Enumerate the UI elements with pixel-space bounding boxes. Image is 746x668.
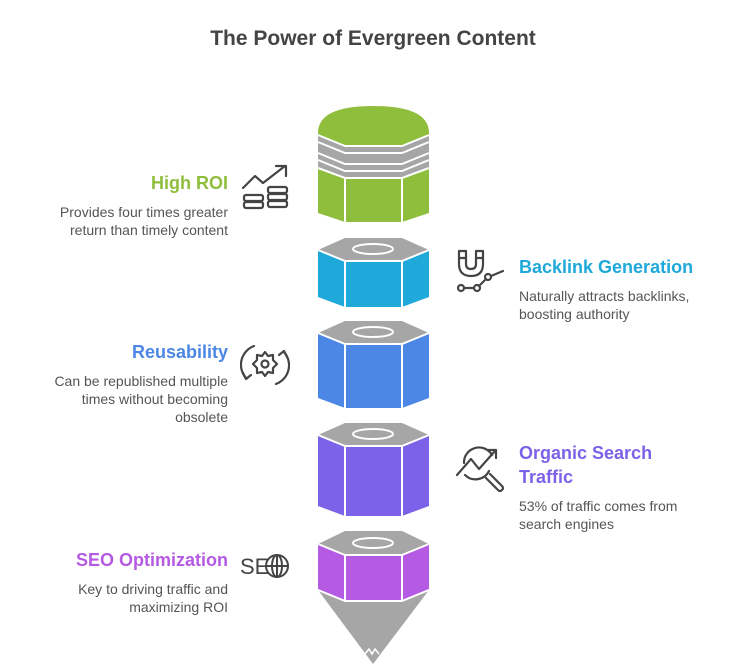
item-seo-optimization: SEO Optimization Key to driving traffic … <box>18 548 228 616</box>
item-heading: Organic Search Traffic <box>519 443 653 487</box>
item-organic-search-traffic: Organic Search Traffic 53% of traffic co… <box>519 441 734 533</box>
svg-text:SE: SE <box>240 554 269 579</box>
item-description: Provides four times greater return than … <box>59 204 228 238</box>
item-reusability: Reusability Can be republished multiple … <box>18 340 228 426</box>
segment-organic-search-traffic <box>317 423 430 516</box>
item-description: 53% of traffic comes from search engines <box>519 498 678 532</box>
segment-backlink-generation <box>317 238 430 307</box>
item-heading: Backlink Generation <box>519 257 694 277</box>
item-backlink-generation: Backlink Generation Naturally attracts b… <box>519 255 734 323</box>
item-description: Can be republished multiple times withou… <box>54 373 228 425</box>
item-heading: SEO Optimization <box>75 550 228 570</box>
item-heading: Reusability <box>131 342 228 362</box>
item-high-roi: High ROI Provides four times greater ret… <box>18 171 228 239</box>
item-description: Naturally attracts backlinks, boosting a… <box>519 288 690 322</box>
search-trend-icon <box>455 443 507 495</box>
magnet-link-icon <box>455 248 507 294</box>
segment-reusability <box>317 321 430 408</box>
item-description: Key to driving traffic and maximizing RO… <box>78 581 228 615</box>
diagram-title: The Power of Evergreen Content <box>210 27 536 50</box>
pencil-tip <box>318 590 429 664</box>
segment-high-roi <box>317 106 430 222</box>
gear-cycle-icon <box>240 340 290 390</box>
seo-globe-icon: SE <box>240 551 292 581</box>
growth-coins-icon <box>240 163 292 213</box>
item-heading: High ROI <box>151 173 228 193</box>
segment-seo-optimization <box>317 531 430 664</box>
